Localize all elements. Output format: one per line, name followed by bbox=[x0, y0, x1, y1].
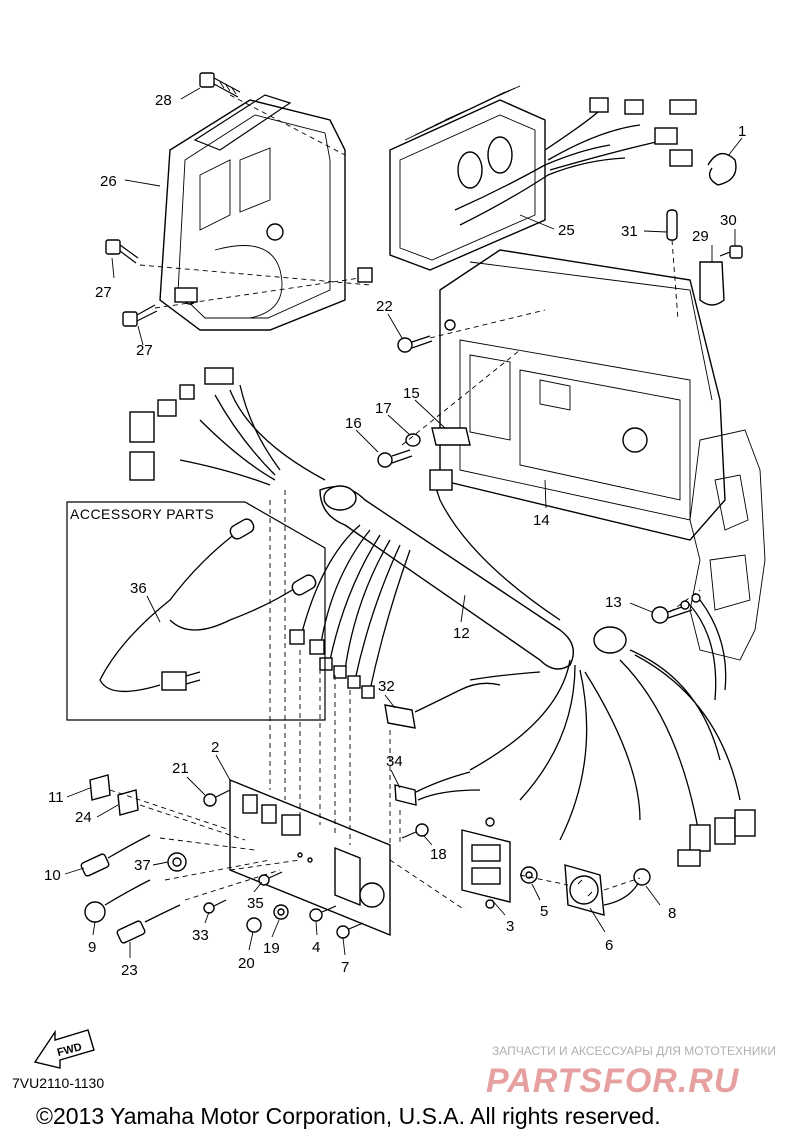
washer-19 bbox=[273, 904, 289, 920]
callout-6: 6 bbox=[605, 937, 613, 954]
watermark-brand: PARTSFOR.RU bbox=[486, 1062, 740, 1100]
sensor-9 bbox=[84, 879, 151, 923]
callout-18: 18 bbox=[430, 846, 447, 863]
callout-7: 7 bbox=[341, 959, 349, 976]
washer-17 bbox=[405, 433, 421, 447]
sensor-23 bbox=[116, 904, 181, 944]
callout-15: 15 bbox=[403, 385, 420, 402]
callout-16: 16 bbox=[345, 415, 362, 432]
callout-21: 21 bbox=[172, 760, 189, 777]
clip-1 bbox=[707, 152, 737, 186]
nut-20 bbox=[246, 917, 262, 933]
cover-housing bbox=[159, 94, 346, 331]
nut-8 bbox=[633, 868, 651, 886]
fwd-arrow: FWD bbox=[33, 1029, 95, 1069]
screw-21 bbox=[203, 789, 231, 807]
screw-7 bbox=[336, 922, 364, 939]
accessory-parts-title: ACCESSORY PARTS bbox=[70, 506, 214, 522]
screw-4 bbox=[309, 905, 337, 922]
cover-15 bbox=[431, 427, 471, 446]
callout-22: 22 bbox=[376, 298, 393, 315]
callout-23: 23 bbox=[121, 962, 138, 979]
panel-plate bbox=[229, 778, 391, 937]
switch-34 bbox=[394, 771, 481, 806]
callout-9: 9 bbox=[88, 939, 96, 956]
callout-36: 36 bbox=[130, 580, 147, 597]
callout-14: 14 bbox=[533, 512, 550, 529]
callout-26: 26 bbox=[100, 173, 117, 190]
screw-18 bbox=[401, 823, 429, 839]
leader-lines bbox=[64, 87, 743, 958]
callout-29: 29 bbox=[692, 228, 709, 245]
callout-33: 33 bbox=[192, 927, 209, 944]
callout-2: 2 bbox=[211, 739, 219, 756]
callouts: 1 2 3 4 5 6 7 8 9 10 11 12 13 14 15 16 1… bbox=[44, 92, 746, 979]
grommet-37 bbox=[167, 852, 187, 872]
watermark-tagline: ЗАПЧАСТИ И АКСЕССУАРЫ ДЛЯ МОТОТЕХНИКИ bbox=[492, 1044, 776, 1058]
callout-28: 28 bbox=[155, 92, 172, 109]
switch-24 bbox=[117, 789, 139, 816]
callout-11: 11 bbox=[48, 789, 64, 806]
nut-5 bbox=[520, 866, 538, 884]
switch-11 bbox=[89, 774, 111, 801]
bolt-27-upper bbox=[105, 239, 139, 264]
callout-3: 3 bbox=[506, 918, 514, 935]
control-unit bbox=[357, 85, 697, 283]
sensor-10 bbox=[80, 834, 151, 877]
callout-25: 25 bbox=[558, 222, 575, 239]
screw-22 bbox=[397, 335, 433, 353]
clamp-29 bbox=[699, 261, 725, 306]
cable-tie-31 bbox=[666, 209, 679, 321]
callout-1: 1 bbox=[738, 123, 746, 140]
callout-19: 19 bbox=[263, 940, 280, 957]
callout-24: 24 bbox=[75, 809, 92, 826]
connector-32 bbox=[384, 682, 501, 729]
bolt-27-lower bbox=[122, 304, 158, 327]
screw-30 bbox=[719, 245, 743, 259]
dashed-guides bbox=[109, 94, 701, 911]
callout-8: 8 bbox=[668, 905, 676, 922]
callout-13: 13 bbox=[605, 594, 622, 611]
accessory-box: ACCESSORY PARTS bbox=[66, 501, 326, 721]
callout-35: 35 bbox=[247, 895, 264, 912]
bolt-28 bbox=[199, 72, 241, 98]
callout-4: 4 bbox=[312, 939, 320, 956]
callout-37: 37 bbox=[134, 857, 151, 874]
bracket-box bbox=[439, 249, 726, 541]
receptacle-6 bbox=[564, 864, 641, 916]
callout-27-upper: 27 bbox=[95, 284, 112, 301]
copyright: ©2013 Yamaha Motor Corporation, U.S.A. A… bbox=[36, 1103, 661, 1129]
diagram-code: 7VU2110-1130 bbox=[12, 1075, 104, 1091]
screw-33 bbox=[203, 899, 227, 914]
callout-27-lower: 27 bbox=[136, 342, 153, 359]
callout-30: 30 bbox=[720, 212, 737, 229]
outlet-3 bbox=[461, 817, 511, 909]
callout-17: 17 bbox=[375, 400, 392, 417]
callout-10: 10 bbox=[44, 867, 61, 884]
screw-16 bbox=[377, 449, 413, 468]
callout-5: 5 bbox=[540, 903, 548, 920]
callout-12: 12 bbox=[453, 625, 470, 642]
callout-20: 20 bbox=[238, 955, 255, 972]
engine-outline bbox=[689, 429, 766, 661]
callout-31: 31 bbox=[621, 223, 638, 240]
wire-harness bbox=[129, 367, 756, 867]
callout-32: 32 bbox=[378, 678, 395, 695]
callout-34: 34 bbox=[386, 753, 403, 770]
